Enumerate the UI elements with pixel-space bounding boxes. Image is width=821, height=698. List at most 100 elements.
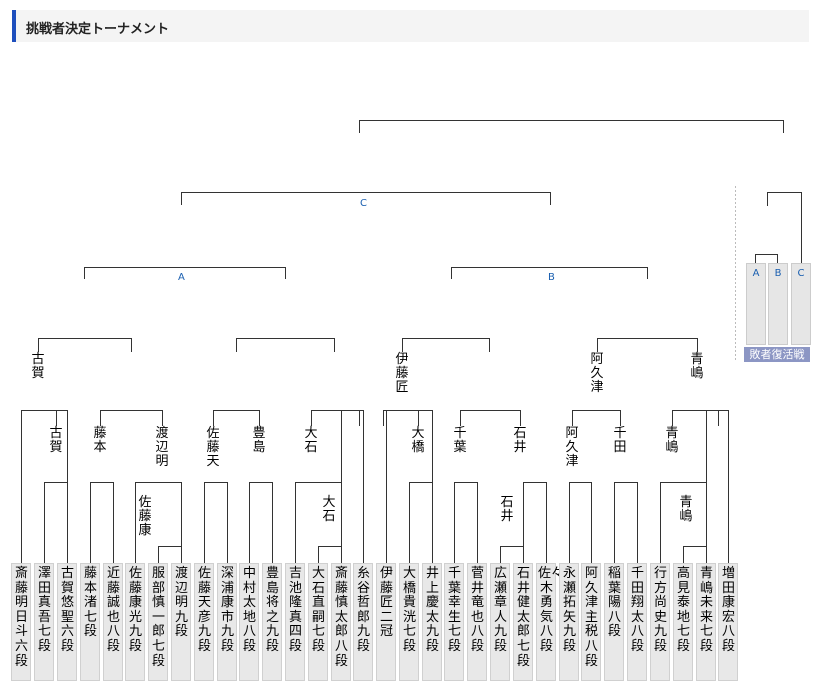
winner-label: 千田	[613, 426, 627, 455]
player-name: 澤田真吾七段	[37, 566, 51, 654]
player-box: 青嶋未来七段	[696, 563, 716, 681]
player-name: 永瀬拓矢九段	[562, 566, 576, 654]
player-box: 千田翔太八段	[627, 563, 647, 681]
repechage-bracket	[755, 254, 778, 263]
player-name: 青嶋未来七段	[699, 566, 713, 654]
repechage-slot-c: C	[791, 263, 811, 345]
winner-label: 阿久津	[590, 352, 604, 395]
player-box: 井上慶太九段	[422, 563, 442, 681]
page-title: 挑戦者決定トーナメント	[26, 22, 170, 37]
winner-label: 佐藤天	[206, 426, 220, 469]
player-box: 増田康宏八段	[718, 563, 738, 681]
winner-label: 渡辺明	[155, 426, 169, 469]
player-box: 永瀬拓矢九段	[559, 563, 579, 681]
winner-label: 伊藤匠	[395, 352, 409, 395]
winner-label: 千葉	[453, 426, 467, 455]
r1-bracket	[409, 482, 433, 563]
player-box: 近藤誠也八段	[103, 563, 123, 681]
r3-bracket	[38, 338, 132, 352]
winner-label: 大石	[304, 426, 318, 455]
winner-label: 大石	[322, 495, 336, 524]
r1-bracket	[318, 546, 342, 563]
player-box: 稲葉 陽八段	[604, 563, 624, 681]
winner-label: 石井	[513, 426, 527, 455]
player-box: 斎藤明日斗六段	[11, 563, 31, 681]
player-box: 澤田真吾七段	[34, 563, 54, 681]
r1-bracket	[341, 410, 364, 563]
player-name: 菅井竜也八段	[470, 566, 484, 654]
player-name: 渡辺 明九段	[174, 566, 188, 640]
player-box: 吉池隆真四段	[285, 563, 305, 681]
block-label-c: C	[360, 198, 367, 209]
player-name: 伊藤 匠二冠	[379, 566, 393, 640]
semifinal-bracket	[451, 267, 648, 279]
player-name: 糸谷哲郎九段	[356, 566, 370, 654]
block-label-a: A	[178, 272, 185, 283]
title-bracket	[359, 120, 784, 133]
player-name: 佐藤天彦九段	[197, 566, 211, 654]
r1-bracket	[614, 482, 638, 563]
player-box: 渡辺 明九段	[171, 563, 191, 681]
winner-label: 佐藤康	[138, 495, 152, 538]
player-box: 佐藤康光九段	[125, 563, 145, 681]
player-box: 佐々木勇気八段	[536, 563, 565, 681]
player-box: 広瀬章人九段	[490, 563, 510, 681]
winner-label: 古賀	[49, 426, 63, 455]
player-name: 増田康宏八段	[721, 566, 735, 654]
repechage-slot-b: B	[768, 263, 788, 345]
r2-bracket	[311, 410, 360, 426]
winner-label: 豊島	[252, 426, 266, 455]
winner-label: 阿久津	[565, 426, 579, 469]
r1-bracket	[500, 546, 524, 563]
player-name: 石井健太郎七段	[516, 566, 530, 669]
player-name: 藤本渚七段	[83, 566, 97, 640]
player-name: 斎藤慎太郎八段	[334, 566, 348, 669]
r2-bracket	[460, 410, 521, 426]
r1-bracket	[135, 482, 182, 563]
player-name: 服部慎一郎七段	[151, 566, 165, 669]
r1-bracket	[249, 482, 273, 563]
r1-bracket	[683, 546, 707, 563]
player-box: 中村太地八段	[239, 563, 259, 681]
player-box: 行方尚史九段	[650, 563, 670, 681]
repechage-slot-a: A	[746, 263, 766, 345]
player-name: 高見泰地七段	[676, 566, 690, 654]
player-name: 千葉幸生七段	[447, 566, 461, 654]
player-box: 大石直嗣七段	[308, 563, 328, 681]
r1-bracket	[44, 482, 68, 563]
player-name: 大橋貴洸七段	[402, 566, 416, 654]
r2-bracket	[21, 410, 57, 426]
player-name: 吉池隆真四段	[288, 566, 302, 654]
repechage-slot-label: A	[752, 268, 760, 279]
player-name: 豊島将之九段	[265, 566, 279, 654]
player-box: 菅井竜也八段	[467, 563, 487, 681]
player-box: 佐藤天彦九段	[194, 563, 214, 681]
repechage-label: 敗者復活戦	[744, 347, 810, 362]
player-name: 稲葉 陽八段	[607, 566, 621, 640]
repechage-slot-label: C	[797, 268, 805, 279]
player-name: 古賀悠聖六段	[60, 566, 74, 654]
r2-bracket	[672, 410, 719, 426]
player-box: 糸谷哲郎九段	[353, 563, 373, 681]
r2-bracket	[572, 410, 621, 426]
r3-bracket	[402, 338, 490, 352]
player-box: 高見泰地七段	[673, 563, 693, 681]
semifinal-bracket	[84, 267, 286, 279]
header-accent	[12, 10, 16, 42]
player-name: 佐々木勇気八段	[538, 566, 565, 654]
r1-bracket	[706, 410, 729, 563]
player-box: 深浦康市九段	[217, 563, 237, 681]
section-header: 挑戦者決定トーナメント	[12, 10, 809, 42]
r1-bracket	[158, 546, 182, 563]
player-name: 阿久津主税八段	[584, 566, 598, 669]
r1-bracket	[454, 482, 478, 563]
r2-bracket	[213, 410, 260, 426]
repechage-bracket	[767, 192, 802, 263]
player-name: 千田翔太八段	[630, 566, 644, 654]
winner-label: 古賀	[31, 352, 45, 381]
player-box: 豊島将之九段	[262, 563, 282, 681]
final-bracket	[181, 192, 551, 205]
player-box: 大橋貴洸七段	[399, 563, 419, 681]
winner-label: 青嶋	[665, 426, 679, 455]
